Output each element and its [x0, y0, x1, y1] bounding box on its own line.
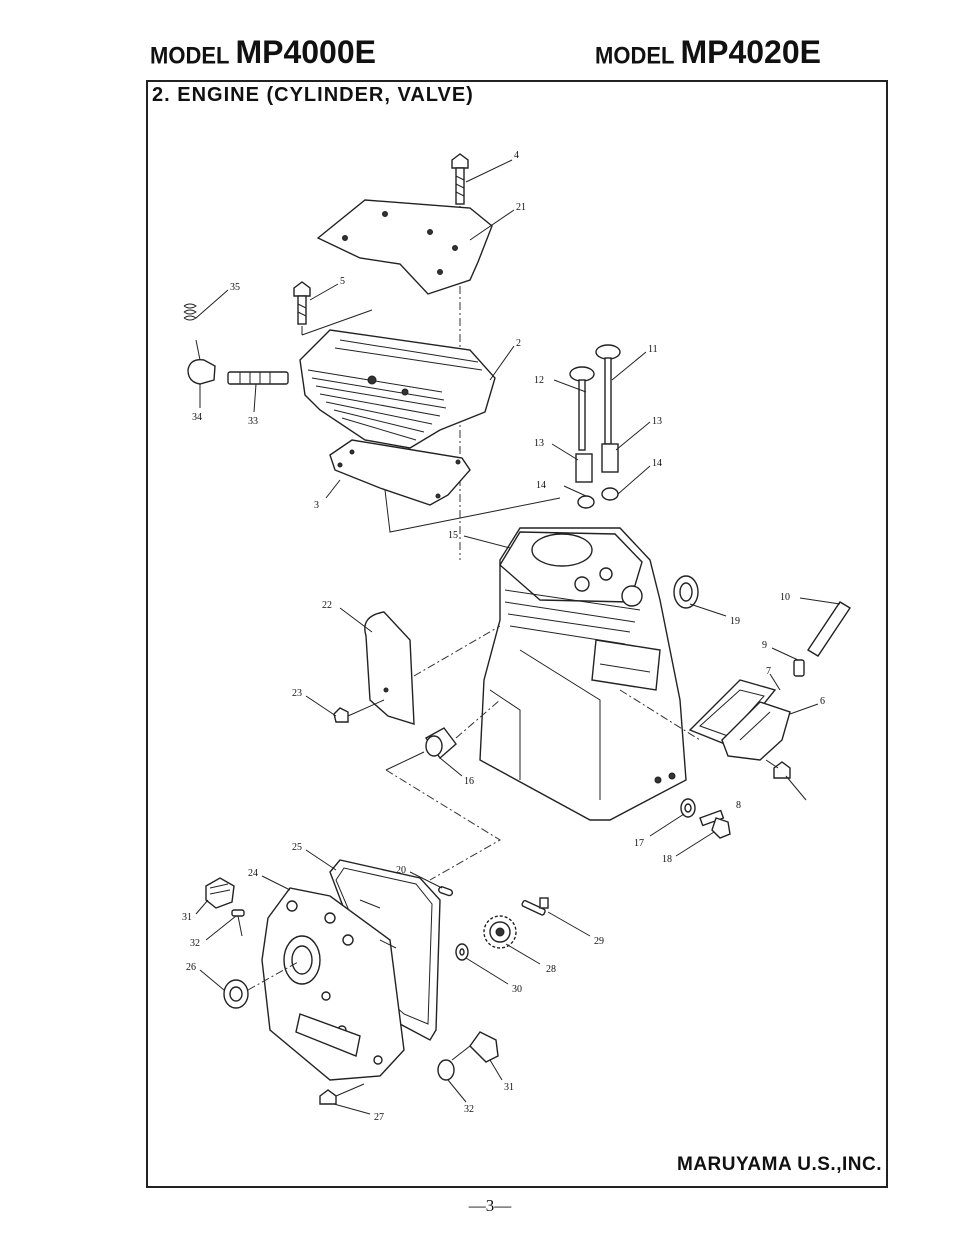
callout-34: 34 [192, 412, 202, 423]
callout-16: 16 [464, 776, 474, 787]
callout-32-lower: 32 [464, 1104, 474, 1115]
callout-7: 7 [766, 666, 771, 677]
callout-8: 8 [736, 800, 741, 811]
part-gasket-3 [329, 439, 561, 533]
callout-21: 21 [516, 202, 526, 213]
page-number: —3— [468, 1196, 512, 1215]
callout-28: 28 [546, 964, 556, 975]
callout-22: 22 [322, 600, 332, 611]
callout-13-right: 13 [652, 416, 662, 427]
callout-19: 19 [730, 616, 740, 627]
callout-14-left: 14 [536, 480, 546, 491]
callout-14-right: 14 [652, 458, 662, 469]
callout-20: 20 [396, 865, 406, 876]
leader-lines [195, 159, 841, 1115]
company-name: MARUYAMA U.S.,INC. [677, 1154, 882, 1175]
part-pin-20 [438, 886, 454, 897]
part-oring-32-upper [231, 909, 245, 937]
callout-5: 5 [340, 276, 345, 287]
callout-12: 12 [534, 375, 544, 386]
callout-31-lower: 31 [504, 1082, 514, 1093]
part-spark-plug-33 [227, 371, 289, 385]
diagram-frame [146, 80, 888, 1188]
callout-11: 11 [648, 344, 658, 355]
part-oring-32-lower [437, 1059, 455, 1081]
callout-26: 26 [186, 962, 196, 973]
part-plate-22 [364, 611, 501, 725]
part-oil-seal-19 [673, 575, 699, 609]
part-oil-seal-26 [223, 961, 299, 1009]
part-gasket-7 [688, 679, 777, 747]
callout-30: 30 [512, 984, 522, 995]
part-cover-21 [316, 199, 493, 295]
part-valve-12 [569, 366, 595, 451]
callout-23: 23 [292, 688, 302, 699]
part-spring-35 [183, 303, 197, 321]
callout-15: 15 [448, 530, 458, 541]
part-valve-11 [595, 344, 621, 445]
part-washer-30 [455, 943, 469, 961]
model-label-right: MODEL [595, 41, 675, 70]
part-bushing-16 [385, 699, 501, 881]
callout-10: 10 [780, 592, 790, 603]
part-governor-gear-28 [483, 915, 517, 949]
callout-9: 9 [762, 640, 767, 651]
section-title: 2. ENGINE (CYLINDER, VALVE) [152, 84, 474, 106]
part-bolt-27 [319, 1083, 365, 1105]
model-number-right: MP4020E [680, 34, 821, 70]
part-governor-shaft-29 [521, 897, 549, 916]
callout-13-left: 13 [534, 438, 544, 449]
callout-31-upper: 31 [182, 912, 192, 923]
part-plug-cap-34 [187, 339, 216, 385]
part-crankcase-cover-24 [261, 887, 405, 1081]
callout-29: 29 [594, 936, 604, 947]
part-cylinder-head-2 [299, 329, 496, 449]
callout-labels: 4 21 35 5 2 11 12 34 33 13 13 14 14 3 15… [182, 150, 825, 1123]
part-retainers-14 [577, 487, 619, 509]
callout-25: 25 [292, 842, 302, 853]
part-breather-cover-6 [619, 689, 791, 761]
callout-4: 4 [514, 150, 519, 161]
part-crankcase-15 [479, 527, 687, 821]
callout-35: 35 [230, 282, 240, 293]
part-oil-cap-31-lower [451, 1031, 499, 1063]
part-clamp-9 [793, 659, 805, 677]
part-hose-10 [807, 601, 851, 657]
callout-17: 17 [634, 838, 644, 849]
model-label-left: MODEL [150, 41, 230, 70]
callout-18: 18 [662, 854, 672, 865]
part-bolt-5 [293, 281, 373, 336]
callout-32-upper: 32 [190, 938, 200, 949]
model-number-left: MP4000E [235, 34, 376, 70]
part-bolt-8 [765, 759, 791, 779]
callout-3: 3 [314, 500, 319, 511]
part-bolt-23 [333, 699, 385, 723]
callout-6: 6 [820, 696, 825, 707]
callout-24: 24 [248, 868, 258, 879]
part-oil-cap-31-upper [205, 877, 235, 909]
callout-27: 27 [374, 1112, 384, 1123]
callout-2: 2 [516, 338, 521, 349]
part-washer-17 [680, 798, 696, 818]
part-valve-springs-13 [575, 443, 619, 483]
part-bolt-18 [699, 809, 731, 839]
callout-33: 33 [248, 416, 258, 427]
